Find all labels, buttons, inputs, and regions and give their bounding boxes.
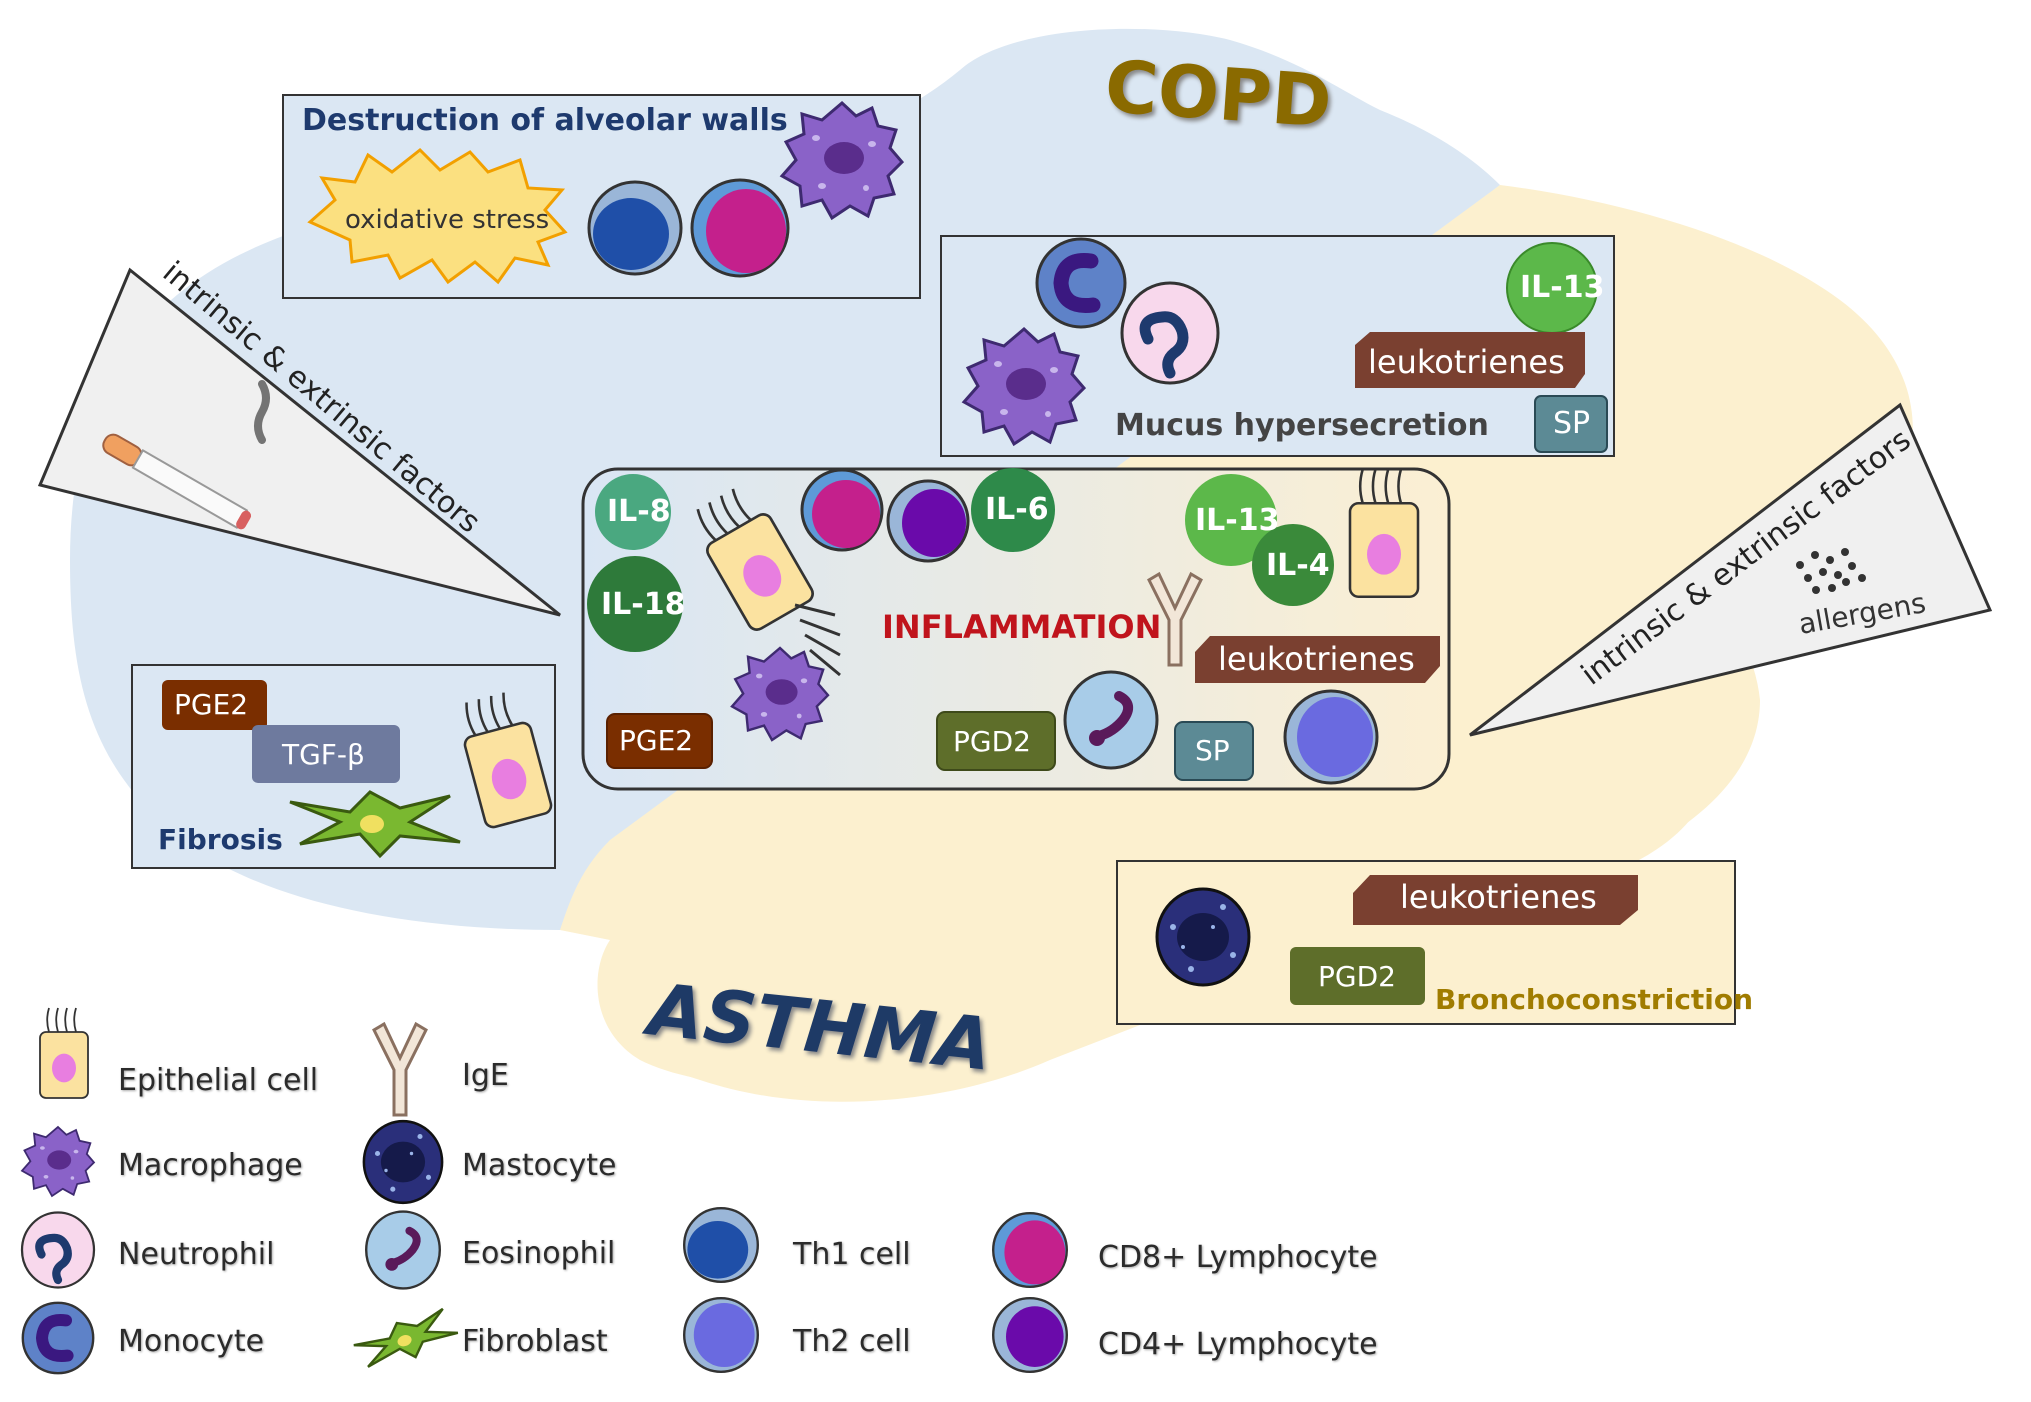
legend-cd8-label: CD8+ Lymphocyte: [1098, 1240, 1378, 1275]
legend-fibroblast-icon: [353, 1307, 459, 1368]
cd8-cell-inflammation: [800, 468, 884, 552]
legend-th2-icon: [682, 1296, 760, 1374]
pgd2-tag-inflammation: [936, 711, 1056, 771]
legend-cd8-icon: [991, 1211, 1069, 1289]
pgd2-tag-broncho: [1290, 947, 1425, 1005]
leukotrienes-label-broncho: leukotrienes: [1400, 878, 1597, 916]
legend-epithelial-icon: [39, 1007, 89, 1099]
legend-th1-icon: [682, 1206, 760, 1284]
leukotrienes-label-inflammation: leukotrienes: [1218, 640, 1415, 678]
il13-label-inflammation: IL-13: [1195, 503, 1280, 538]
legend-neutrophil-label: Neutrophil: [118, 1237, 275, 1272]
legend-macrophage-icon: [21, 1126, 95, 1197]
eosinophil-inflammation: [1065, 672, 1157, 768]
legend-monocyte-label: Monocyte: [118, 1324, 265, 1359]
cd8-cell-destruction: [690, 178, 790, 278]
pge2-label-fibrosis: PGE2: [174, 688, 249, 721]
legend-neutrophil-icon: [22, 1213, 94, 1288]
leukotrienes-tag-mucus: [1355, 332, 1585, 388]
legend-mastocyte-icon: [362, 1119, 444, 1205]
il4-label: IL-4: [1266, 548, 1330, 583]
legend-monocyte-icon: [23, 1303, 93, 1373]
monocyte-mucus: [1037, 239, 1125, 327]
sp-label-mucus: SP: [1553, 406, 1591, 441]
sp-tag-mucus: [1534, 395, 1608, 453]
broncho-title: Bronchoconstriction: [1435, 983, 1754, 1016]
legend-ige-label: IgE: [462, 1058, 509, 1093]
legend-epithelial-label: Epithelial cell: [118, 1063, 319, 1098]
pge2-tag-inflammation: [606, 713, 713, 769]
sp-label-inflammation: SP: [1195, 734, 1230, 767]
fibroblast-fibrosis: [289, 790, 461, 859]
il8-label: IL-8: [607, 494, 671, 529]
legend-cd4-icon: [991, 1296, 1069, 1374]
pgd2-label-broncho: PGD2: [1318, 960, 1396, 993]
pge2-label-inflammation: PGE2: [619, 724, 694, 757]
il18-bubble: [587, 556, 683, 652]
factors-right-wedge: [1469, 402, 1993, 737]
pgd2-label-inflammation: PGD2: [953, 725, 1031, 758]
neutrophil-mucus: [1122, 283, 1218, 383]
il13-bubble-inflammation: [1185, 474, 1277, 566]
factors-left-wedge: [37, 267, 561, 617]
il13-label-mucus: IL-13: [1520, 270, 1605, 305]
il4-bubble: [1252, 524, 1334, 606]
tgf-label-fibrosis: TGF-β: [282, 738, 365, 771]
leukotrienes-label-mucus: leukotrienes: [1368, 343, 1565, 381]
oxidative-stress-burst: [307, 147, 568, 285]
sp-tag-inflammation: [1174, 721, 1254, 781]
legend-eosinophil-icon: [366, 1212, 440, 1289]
legend-cd4-label: CD4+ Lymphocyte: [1098, 1327, 1378, 1362]
destruction-title: Destruction of alveolar walls: [302, 103, 788, 138]
legend-th2-label: Th2 cell: [793, 1324, 911, 1359]
inflammation-title: INFLAMMATION: [882, 608, 1162, 646]
cigarette-icon: [102, 433, 252, 530]
th1-cell-destruction: [587, 180, 683, 276]
pge2-tag-fibrosis: [162, 680, 267, 730]
mastocyte-broncho: [1155, 887, 1251, 987]
mucus-title: Mucus hypersecretion: [1115, 408, 1489, 443]
leukotrienes-tag-inflammation: [1195, 636, 1440, 683]
legend-th1-label: Th1 cell: [793, 1237, 911, 1272]
il6-label: IL-6: [985, 492, 1049, 527]
tgf-tag-fibrosis: [252, 725, 400, 783]
oxidative-stress-label: oxidative stress: [345, 205, 550, 235]
legend-fibroblast-label: Fibroblast: [462, 1324, 608, 1359]
legend-mastocyte-label: Mastocyte: [462, 1148, 617, 1183]
il18-label: IL-18: [601, 587, 686, 622]
leukotrienes-tag-broncho: [1353, 875, 1638, 925]
legend-ige-icon: [372, 1022, 428, 1117]
fibrosis-title: Fibrosis: [158, 823, 283, 856]
legend-macrophage-label: Macrophage: [118, 1148, 303, 1183]
copd-title: COPD: [1102, 44, 1335, 144]
allergen-dots-icon: [1796, 548, 1866, 594]
th2-cell-inflammation: [1283, 689, 1379, 785]
cd4-cell-inflammation: [886, 479, 970, 563]
legend-eosinophil-label: Eosinophil: [462, 1236, 616, 1271]
il6-bubble: [971, 468, 1055, 552]
il8-bubble: [595, 474, 671, 550]
